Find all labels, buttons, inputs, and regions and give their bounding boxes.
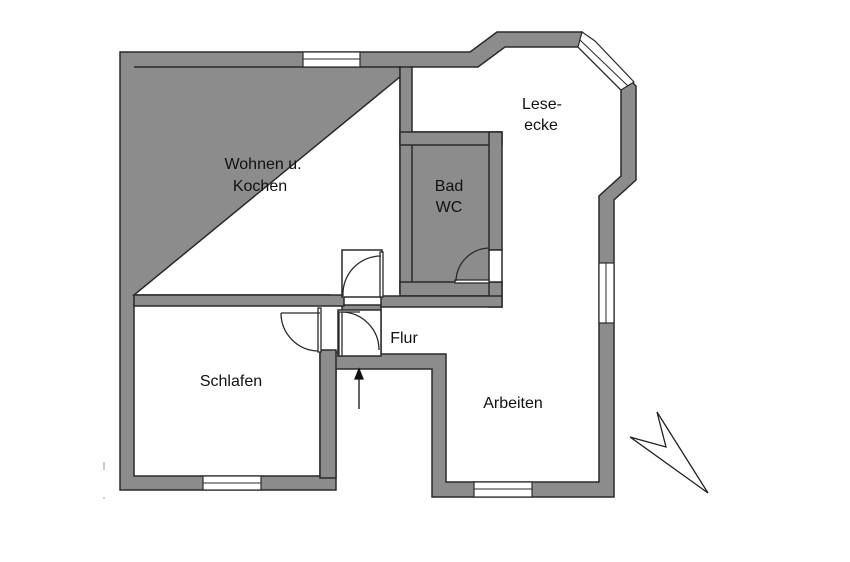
interior-wall-bath-right xyxy=(488,131,503,251)
room-label-leseecke-line2: ecke xyxy=(524,117,558,134)
room-label-wohnen-line1: Wohnen u. xyxy=(224,156,301,173)
door-bathroom xyxy=(454,247,503,284)
window-office-bottom xyxy=(473,481,533,498)
interior-wall-bath-top xyxy=(399,131,503,146)
interior-wall-bedroom-top xyxy=(133,294,345,307)
room-label-bad-line2: WC xyxy=(436,199,463,216)
north-arrow-icon xyxy=(629,411,709,494)
door-bedroom xyxy=(280,307,322,353)
room-label-leseecke-line1: Lese- xyxy=(522,96,562,113)
interior-wall-bath-bottom xyxy=(399,281,503,297)
window-living-top xyxy=(302,51,361,68)
room-label-schlafen: Schlafen xyxy=(200,373,262,390)
interior-wall-living-hall xyxy=(399,66,413,294)
interior-wall-hall-bottom xyxy=(380,295,503,308)
interior-wall-bedroom-right xyxy=(319,349,337,479)
room-label-arbeiten: Arbeiten xyxy=(483,395,543,412)
room-label-flur: Flur xyxy=(390,330,418,347)
door-entrance xyxy=(337,309,382,357)
room-label-wohnen-line2: Kochen xyxy=(233,178,287,195)
window-reading-corner xyxy=(577,31,635,91)
door-living-room xyxy=(341,249,384,298)
window-east xyxy=(598,262,615,324)
entrance-arrow-icon xyxy=(354,367,364,409)
room-label-bad-line1: Bad xyxy=(435,178,463,195)
window-bedroom-bottom xyxy=(202,475,262,491)
